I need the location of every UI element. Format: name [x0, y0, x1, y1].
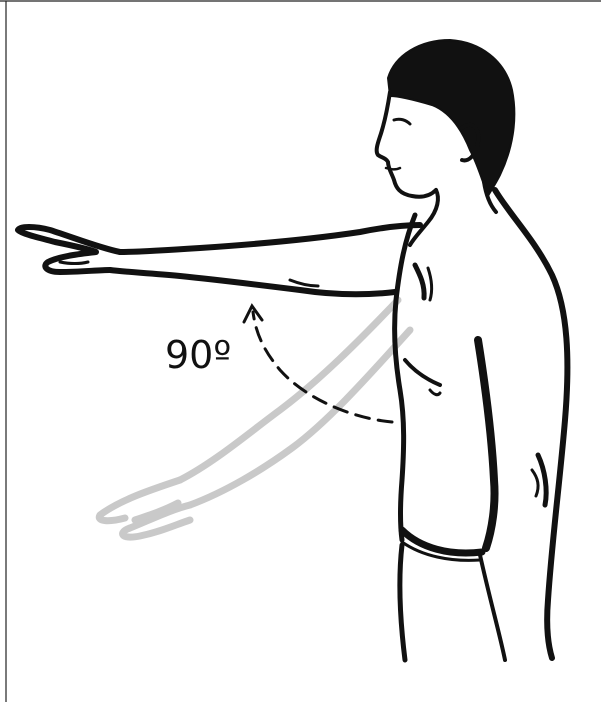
ghost-arm-start-position [99, 300, 410, 537]
eye [394, 119, 410, 124]
raised-arm-90-degrees [18, 225, 420, 294]
hand [18, 227, 120, 272]
motion-arc-arrow [244, 306, 392, 422]
hair [388, 40, 514, 196]
head [377, 40, 515, 245]
face-profile [377, 92, 436, 197]
torso-outline [395, 190, 568, 660]
angle-label: 90º [165, 336, 231, 374]
